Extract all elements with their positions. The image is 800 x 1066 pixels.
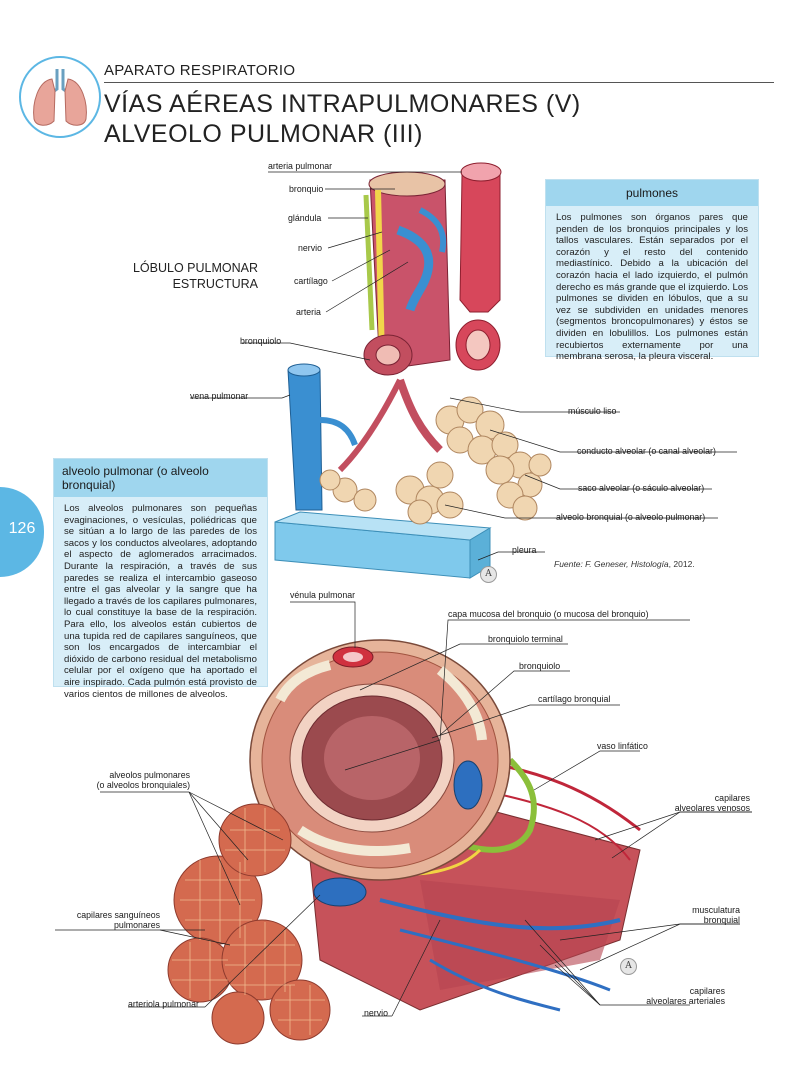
label-bronquiolo-terminal: bronquiolo terminal xyxy=(488,634,563,644)
label-venula-pulmonar: vénula pulmonar xyxy=(290,590,356,600)
label-alveolos-line-2: (o alveolos bronquiales) xyxy=(96,780,190,790)
lobule-leader-lines xyxy=(190,171,737,561)
label-capilares-sanguineos-line-1: capilares sanguíneos xyxy=(76,910,160,920)
label-musculatura-bronquial: musculatura bronquial xyxy=(660,905,740,925)
label-saco-alveolar: saco alveolar (o sáculo alveolar) xyxy=(578,483,705,493)
lobule-heading-line-2: ESTRUCTURA xyxy=(172,277,258,291)
lobule-heading: LÓBULO PULMONAR ESTRUCTURA xyxy=(100,260,258,292)
label-capilares-sanguineos-line-2: pulmonares xyxy=(114,920,160,930)
label-capilares-venosos: capilares alveolares venosos xyxy=(650,793,750,813)
title-divider xyxy=(104,82,774,83)
label-cartilago-bronquial: cartílago bronquial xyxy=(538,694,611,704)
label-capilares-venosos-line-1: capilares xyxy=(714,793,750,803)
label-alveolos-line-1: alveolos pulmonares xyxy=(109,770,190,780)
label-nervio-lobule: nervio xyxy=(298,243,322,253)
label-vaso-linfatico: vaso linfático xyxy=(597,741,648,751)
alveolus-box-text: Los alveolos pulmonares son pequeñas eva… xyxy=(64,503,257,700)
label-capilares-arteriales: capilares alveolares arteriales xyxy=(600,986,725,1006)
label-cartilago: cartílago xyxy=(294,276,328,286)
label-bronquiolo: bronquiolo xyxy=(519,661,561,671)
lungs-icon xyxy=(19,56,101,138)
label-capilares-arteriales-line-2: alveolares arteriales xyxy=(646,996,725,1006)
label-arteriola-pulmonar: arteriola pulmonar xyxy=(128,999,199,1009)
lungs-info-box: pulmones Los pulmones son órganos pares … xyxy=(545,179,759,362)
alveolus-box-title: alveolo pulmonar (o alveolo bronquial) xyxy=(54,459,267,497)
label-conducto-alveolar: conducto alveolar (o canal alveolar) xyxy=(577,446,716,456)
artist-mark: A xyxy=(480,566,497,583)
label-alveolos-pulmonares: alveolos pulmonares (o alveolos bronquia… xyxy=(80,770,190,790)
lobule-heading-line-1: LÓBULO PULMONAR xyxy=(132,261,258,275)
lungs-box-text: Los pulmones son órganos pares que pende… xyxy=(556,212,748,363)
label-arteria-pulmonar: arteria pulmonar xyxy=(268,161,333,171)
alveolus-info-box: alveolo pulmonar (o alveolo bronquial) L… xyxy=(53,458,268,700)
page-title: VÍAS AÉREAS INTRAPULMONARES (V) ALVEOLO … xyxy=(104,89,581,149)
source-book: , Histología xyxy=(626,559,669,569)
label-alveolo-bronquial: alveolo bronquial (o alveolo pulmonar) xyxy=(556,512,706,522)
title-line-1: VÍAS AÉREAS INTRAPULMONARES (V) xyxy=(104,90,581,118)
label-capilares-sanguineos: capilares sanguíneos pulmonares xyxy=(55,910,160,930)
figure-source: Fuente: F. Geneser, Histología, 2012. xyxy=(554,559,695,569)
label-capilares-venosos-line-2: alveolares venosos xyxy=(674,803,750,813)
page-number: 126 xyxy=(8,520,36,537)
label-capa-mucosa: capa mucosa del bronquio (o mucosa del b… xyxy=(448,609,649,619)
label-arteria: arteria xyxy=(296,307,321,317)
source-author: Fuente: F. Geneser xyxy=(554,559,627,569)
label-vena-pulmonar: vena pulmonar xyxy=(190,391,249,401)
title-line-2: ALVEOLO PULMONAR (III) xyxy=(104,120,423,148)
artist-mark: A xyxy=(620,958,637,975)
label-musculatura-line-2: bronquial xyxy=(703,915,740,925)
label-musculo-liso: músculo liso xyxy=(568,406,617,416)
label-pleura: pleura xyxy=(512,545,537,555)
bronchiole-leader-lines xyxy=(55,601,752,1017)
label-bronquiolo-lobule: bronquiolo xyxy=(240,336,282,346)
lobule-illustration xyxy=(274,162,552,579)
label-bronquio: bronquio xyxy=(289,184,324,194)
section-label: APARATO RESPIRATORIO xyxy=(104,62,296,79)
label-capilares-arteriales-line-1: capilares xyxy=(689,986,725,996)
label-nervio-bronchiole: nervio xyxy=(364,1008,388,1018)
lungs-box-title: pulmones xyxy=(546,180,758,206)
label-glandula: glándula xyxy=(288,213,322,223)
bronchiole-cross-section xyxy=(167,639,641,1045)
source-year: , 2012. xyxy=(668,559,695,569)
label-musculatura-line-1: musculatura xyxy=(692,905,740,915)
